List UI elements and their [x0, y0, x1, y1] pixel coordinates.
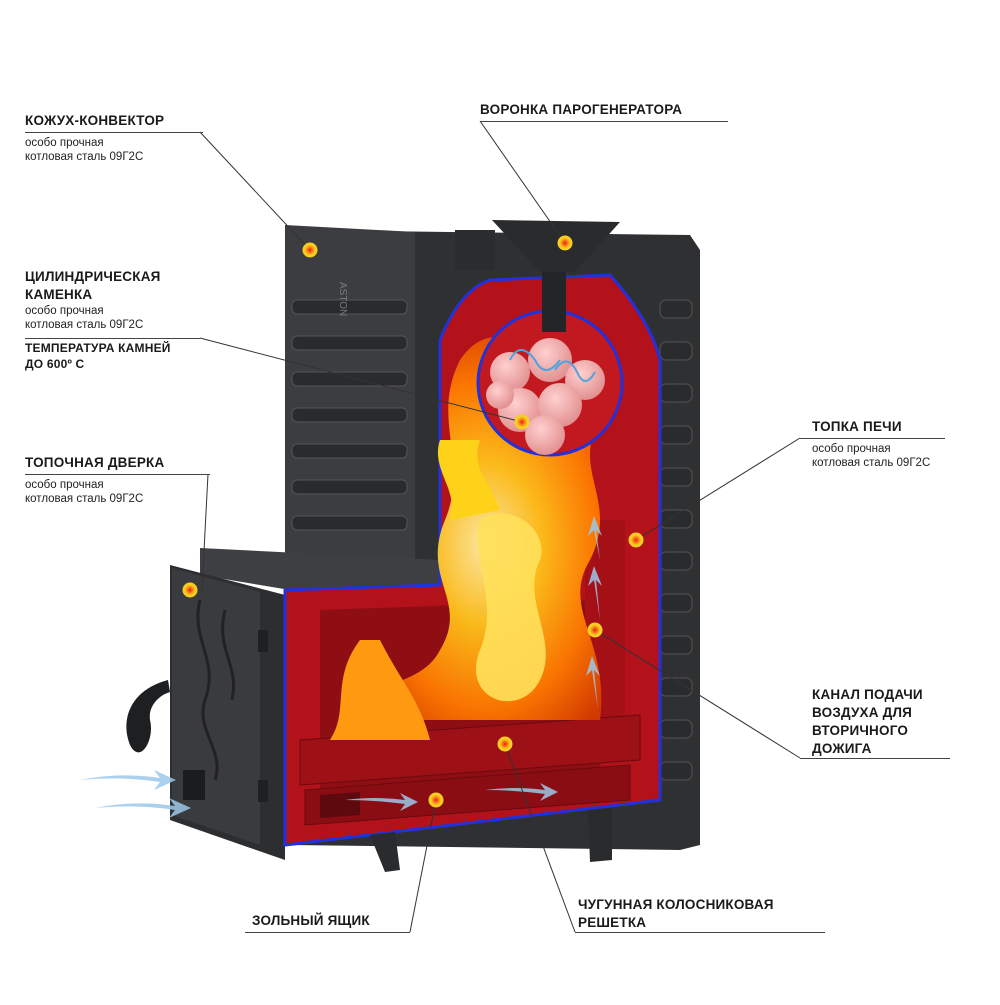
- rule-door: [25, 474, 210, 475]
- louver-slot: [291, 479, 408, 495]
- label-grate-line2: РЕШЕТКА: [578, 915, 647, 930]
- rule-funnel: [480, 121, 728, 122]
- callout-marker: [428, 792, 444, 808]
- louver-slot: [291, 299, 408, 315]
- rule-stones: [25, 338, 200, 339]
- label-stones-title2: КАМЕНКА: [25, 287, 93, 302]
- label-convector-sub1: особо прочная: [25, 137, 104, 149]
- louver-slot: [659, 425, 693, 445]
- louver-slot: [659, 551, 693, 571]
- label-door-title: ТОПОЧНАЯ ДВЕРКА: [25, 455, 165, 470]
- louver-slot: [659, 299, 693, 319]
- label-air-line4: ДОЖИГА: [812, 741, 872, 756]
- label-stones: ЦИЛИНДРИЧЕСКАЯ КАМЕНКА особо прочная кот…: [25, 268, 171, 372]
- label-door-sub1: особо прочная: [25, 479, 104, 491]
- louver-slot: [291, 335, 408, 351]
- label-air-channel: КАНАЛ ПОДАЧИ ВОЗДУХА ДЛЯ ВТОРИЧНОГО ДОЖИ…: [812, 686, 923, 758]
- louver-slot: [659, 593, 693, 613]
- louver-slot: [659, 719, 693, 739]
- label-ash-title: ЗОЛЬНЫЙ ЯЩИК: [252, 913, 370, 928]
- louver-slot: [291, 371, 408, 387]
- louver-slot: [291, 407, 408, 423]
- label-stones-sub2: котловая сталь 09Г2С: [25, 319, 144, 331]
- label-firebox-sub1: особо прочная: [812, 443, 891, 455]
- air-damper: [183, 770, 205, 800]
- label-firebox: ТОПКА ПЕЧИ особо прочная котловая сталь …: [812, 418, 930, 470]
- rule-firebox: [800, 438, 945, 439]
- brand-mark: ASTON: [337, 282, 348, 316]
- label-grate-line1: ЧУГУННАЯ КОЛОСНИКОВАЯ: [578, 897, 774, 912]
- steam-funnel: [455, 220, 620, 332]
- callout-marker: [587, 622, 603, 638]
- louver-slot: [659, 467, 693, 487]
- louver-slot: [659, 341, 693, 361]
- label-stones-sub1: особо прочная: [25, 305, 104, 317]
- stove-legs: [370, 808, 612, 872]
- firebox-door: [126, 568, 268, 845]
- label-stones-title1: ЦИЛИНДРИЧЕСКАЯ: [25, 269, 161, 284]
- label-air-line3: ВТОРИЧНОГО: [812, 723, 909, 738]
- stone: [486, 381, 514, 409]
- rule-ash-box: [245, 932, 410, 933]
- stone: [525, 415, 565, 455]
- louver-slot: [659, 761, 693, 781]
- label-firebox-sub2: котловая сталь 09Г2С: [812, 457, 931, 469]
- label-stones-temp2: ДО 600º С: [25, 357, 85, 371]
- rule-grate: [575, 932, 825, 933]
- callout-marker: [557, 235, 573, 251]
- label-door: ТОПОЧНАЯ ДВЕРКА особо прочная котловая с…: [25, 454, 164, 506]
- callout-marker: [497, 736, 513, 752]
- rule-convector: [25, 132, 203, 133]
- louver-slot: [659, 635, 693, 655]
- air-flow-arrows: [80, 516, 602, 818]
- label-convector: КОЖУХ-КОНВЕКТОР особо прочная котловая с…: [25, 112, 164, 164]
- callout-marker: [514, 414, 530, 430]
- label-stones-temp1: ТЕМПЕРАТУРА КАМНЕЙ: [25, 341, 171, 355]
- label-air-line2: ВОЗДУХА ДЛЯ: [812, 705, 913, 720]
- label-convector-title: КОЖУХ-КОНВЕКТОР: [25, 113, 165, 128]
- label-grate: ЧУГУННАЯ КОЛОСНИКОВАЯ РЕШЕТКА: [578, 896, 774, 932]
- stone-chamber: [476, 309, 624, 457]
- louver-slot: [659, 509, 693, 529]
- label-convector-sub2: котловая сталь 09Г2С: [25, 151, 144, 163]
- callout-marker: [182, 582, 198, 598]
- label-ash-box: ЗОЛЬНЫЙ ЯЩИК: [252, 912, 370, 930]
- callout-marker: [302, 242, 318, 258]
- louver-slot: [659, 383, 693, 403]
- label-air-line1: КАНАЛ ПОДАЧИ: [812, 687, 923, 702]
- rule-air-channel: [800, 758, 950, 759]
- label-funnel: ВОРОНКА ПАРОГЕНЕРАТОРА: [480, 101, 682, 119]
- stone: [528, 338, 572, 382]
- label-door-sub2: котловая сталь 09Г2С: [25, 493, 144, 505]
- callout-marker: [628, 532, 644, 548]
- louver-slot: [291, 443, 408, 459]
- louver-slot: [291, 515, 408, 531]
- label-funnel-title: ВОРОНКА ПАРОГЕНЕРАТОРА: [480, 102, 683, 117]
- label-firebox-title: ТОПКА ПЕЧИ: [812, 419, 902, 434]
